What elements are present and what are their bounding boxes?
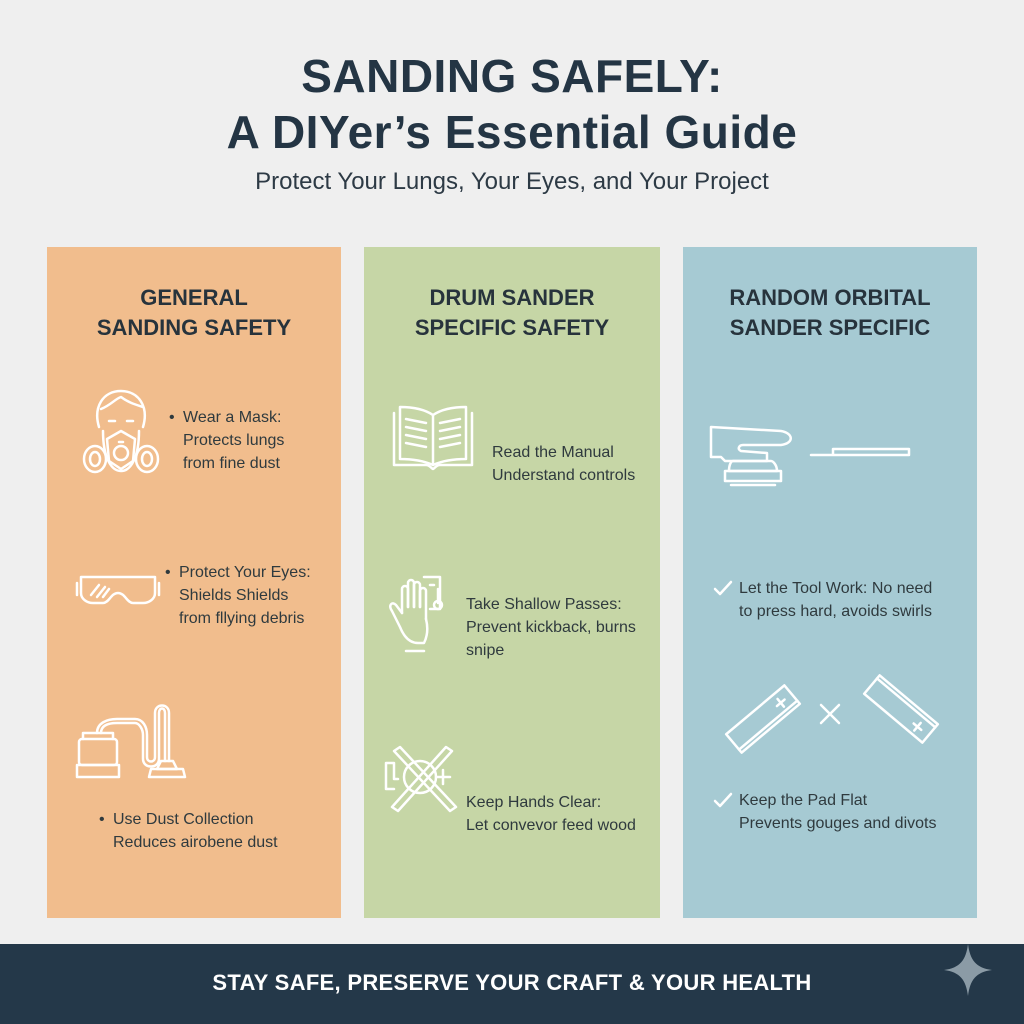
list-item-read-manual: Read the Manual Understand controls xyxy=(492,441,635,487)
list-item-let-tool-work: Let the Tool Work: No need to press hard… xyxy=(713,577,933,623)
heading-line-1: RANDOM ORBITAL xyxy=(729,285,931,310)
column-heading: GENERAL SANDING SAFETY xyxy=(47,283,341,343)
list-item-dust-collection: Use Dust Collection Reduces airobene dus… xyxy=(99,808,278,854)
column-heading: DRUM SANDER SPECIFIC SAFETY xyxy=(364,283,660,343)
item-desc-1: Prevents gouges and divots xyxy=(739,815,937,832)
item-desc-2: from fine dust xyxy=(183,455,280,472)
hand-stop-icon xyxy=(386,569,450,653)
column-drum-sander-safety: DRUM SANDER SPECIFIC SAFETY Read the Man… xyxy=(364,247,660,918)
page-title-line-2: A DIYer’s Essential Guide xyxy=(226,106,798,158)
footer-text: STAY SAFE, PRESERVE YOUR CRAFT & YOUR HE… xyxy=(212,970,812,995)
item-desc-2: snipe xyxy=(466,642,505,659)
list-item-protect-eyes: Protect Your Eyes: Shields Shields from … xyxy=(165,561,311,630)
item-desc-1: Shields Shields xyxy=(179,587,289,604)
orbital-sander-icon xyxy=(709,423,915,493)
item-title: Read the Manual xyxy=(492,444,614,461)
list-item-shallow-passes: Take Shallow Passes: Prevent kickback, b… xyxy=(466,593,636,662)
item-title: Wear a Mask: xyxy=(183,409,282,426)
sparkle-icon xyxy=(942,944,994,1001)
checkmark-icon xyxy=(713,579,733,597)
page-subtitle: Protect Your Lungs, Your Eyes, and Your … xyxy=(255,168,769,195)
item-desc-1: to press hard, avoids swirls xyxy=(739,603,932,620)
page-title-line-1: SANDING SAFELY: xyxy=(301,50,723,102)
safety-goggles-icon xyxy=(75,569,161,609)
heading-line-1: GENERAL xyxy=(140,285,248,310)
respirator-mask-icon xyxy=(81,387,161,477)
item-title: Use Dust Collection xyxy=(113,811,254,828)
heading-line-2: SANDER SPECIFIC xyxy=(729,315,931,340)
hands-clear-crossed-icon xyxy=(384,745,470,813)
column-general-sanding-safety: GENERAL SANDING SAFETY Wear a Mask: Prot… xyxy=(47,247,341,918)
item-title: Keep Hands Clear: xyxy=(466,794,602,811)
checkmark-icon xyxy=(713,791,733,809)
item-desc-1: Reduces airobene dust xyxy=(113,834,278,851)
list-item-wear-mask: Wear a Mask: Protects lungs from fine du… xyxy=(169,406,285,475)
item-title: Keep the Pad Flat xyxy=(739,792,868,809)
column-heading: RANDOM ORBITAL SANDER SPECIFIC xyxy=(683,283,977,343)
heading-line-1: DRUM SANDER xyxy=(429,285,595,310)
item-desc-2: from fllying debris xyxy=(179,610,305,627)
column-random-orbital-sander: RANDOM ORBITAL SANDER SPECIFIC Let the T… xyxy=(683,247,977,918)
heading-line-2: SANDING SAFETY xyxy=(96,315,292,340)
item-desc-1: Protects lungs xyxy=(183,432,285,449)
item-desc-1: Understand controls xyxy=(492,467,636,484)
item-desc-1: Let convevor feed wood xyxy=(466,817,636,834)
open-manual-book-icon xyxy=(390,403,476,473)
dust-collector-vacuum-icon xyxy=(73,699,193,781)
heading-line-2: SPECIFIC SAFETY xyxy=(414,315,610,340)
list-item-keep-pad-flat: Keep the Pad Flat Prevents gouges and di… xyxy=(713,789,937,835)
item-title: Protect Your Eyes: xyxy=(179,564,311,581)
footer-banner: STAY SAFE, PRESERVE YOUR CRAFT & YOUR HE… xyxy=(0,944,1024,1024)
item-title: Let the Tool Work: No need xyxy=(739,580,933,597)
item-title: Take Shallow Passes: xyxy=(466,596,622,613)
item-desc-1: Prevent kickback, burns xyxy=(466,619,636,636)
tilted-pad-comparison-icon xyxy=(723,671,943,754)
list-item-hands-clear: Keep Hands Clear: Let convevor feed wood xyxy=(466,791,636,837)
